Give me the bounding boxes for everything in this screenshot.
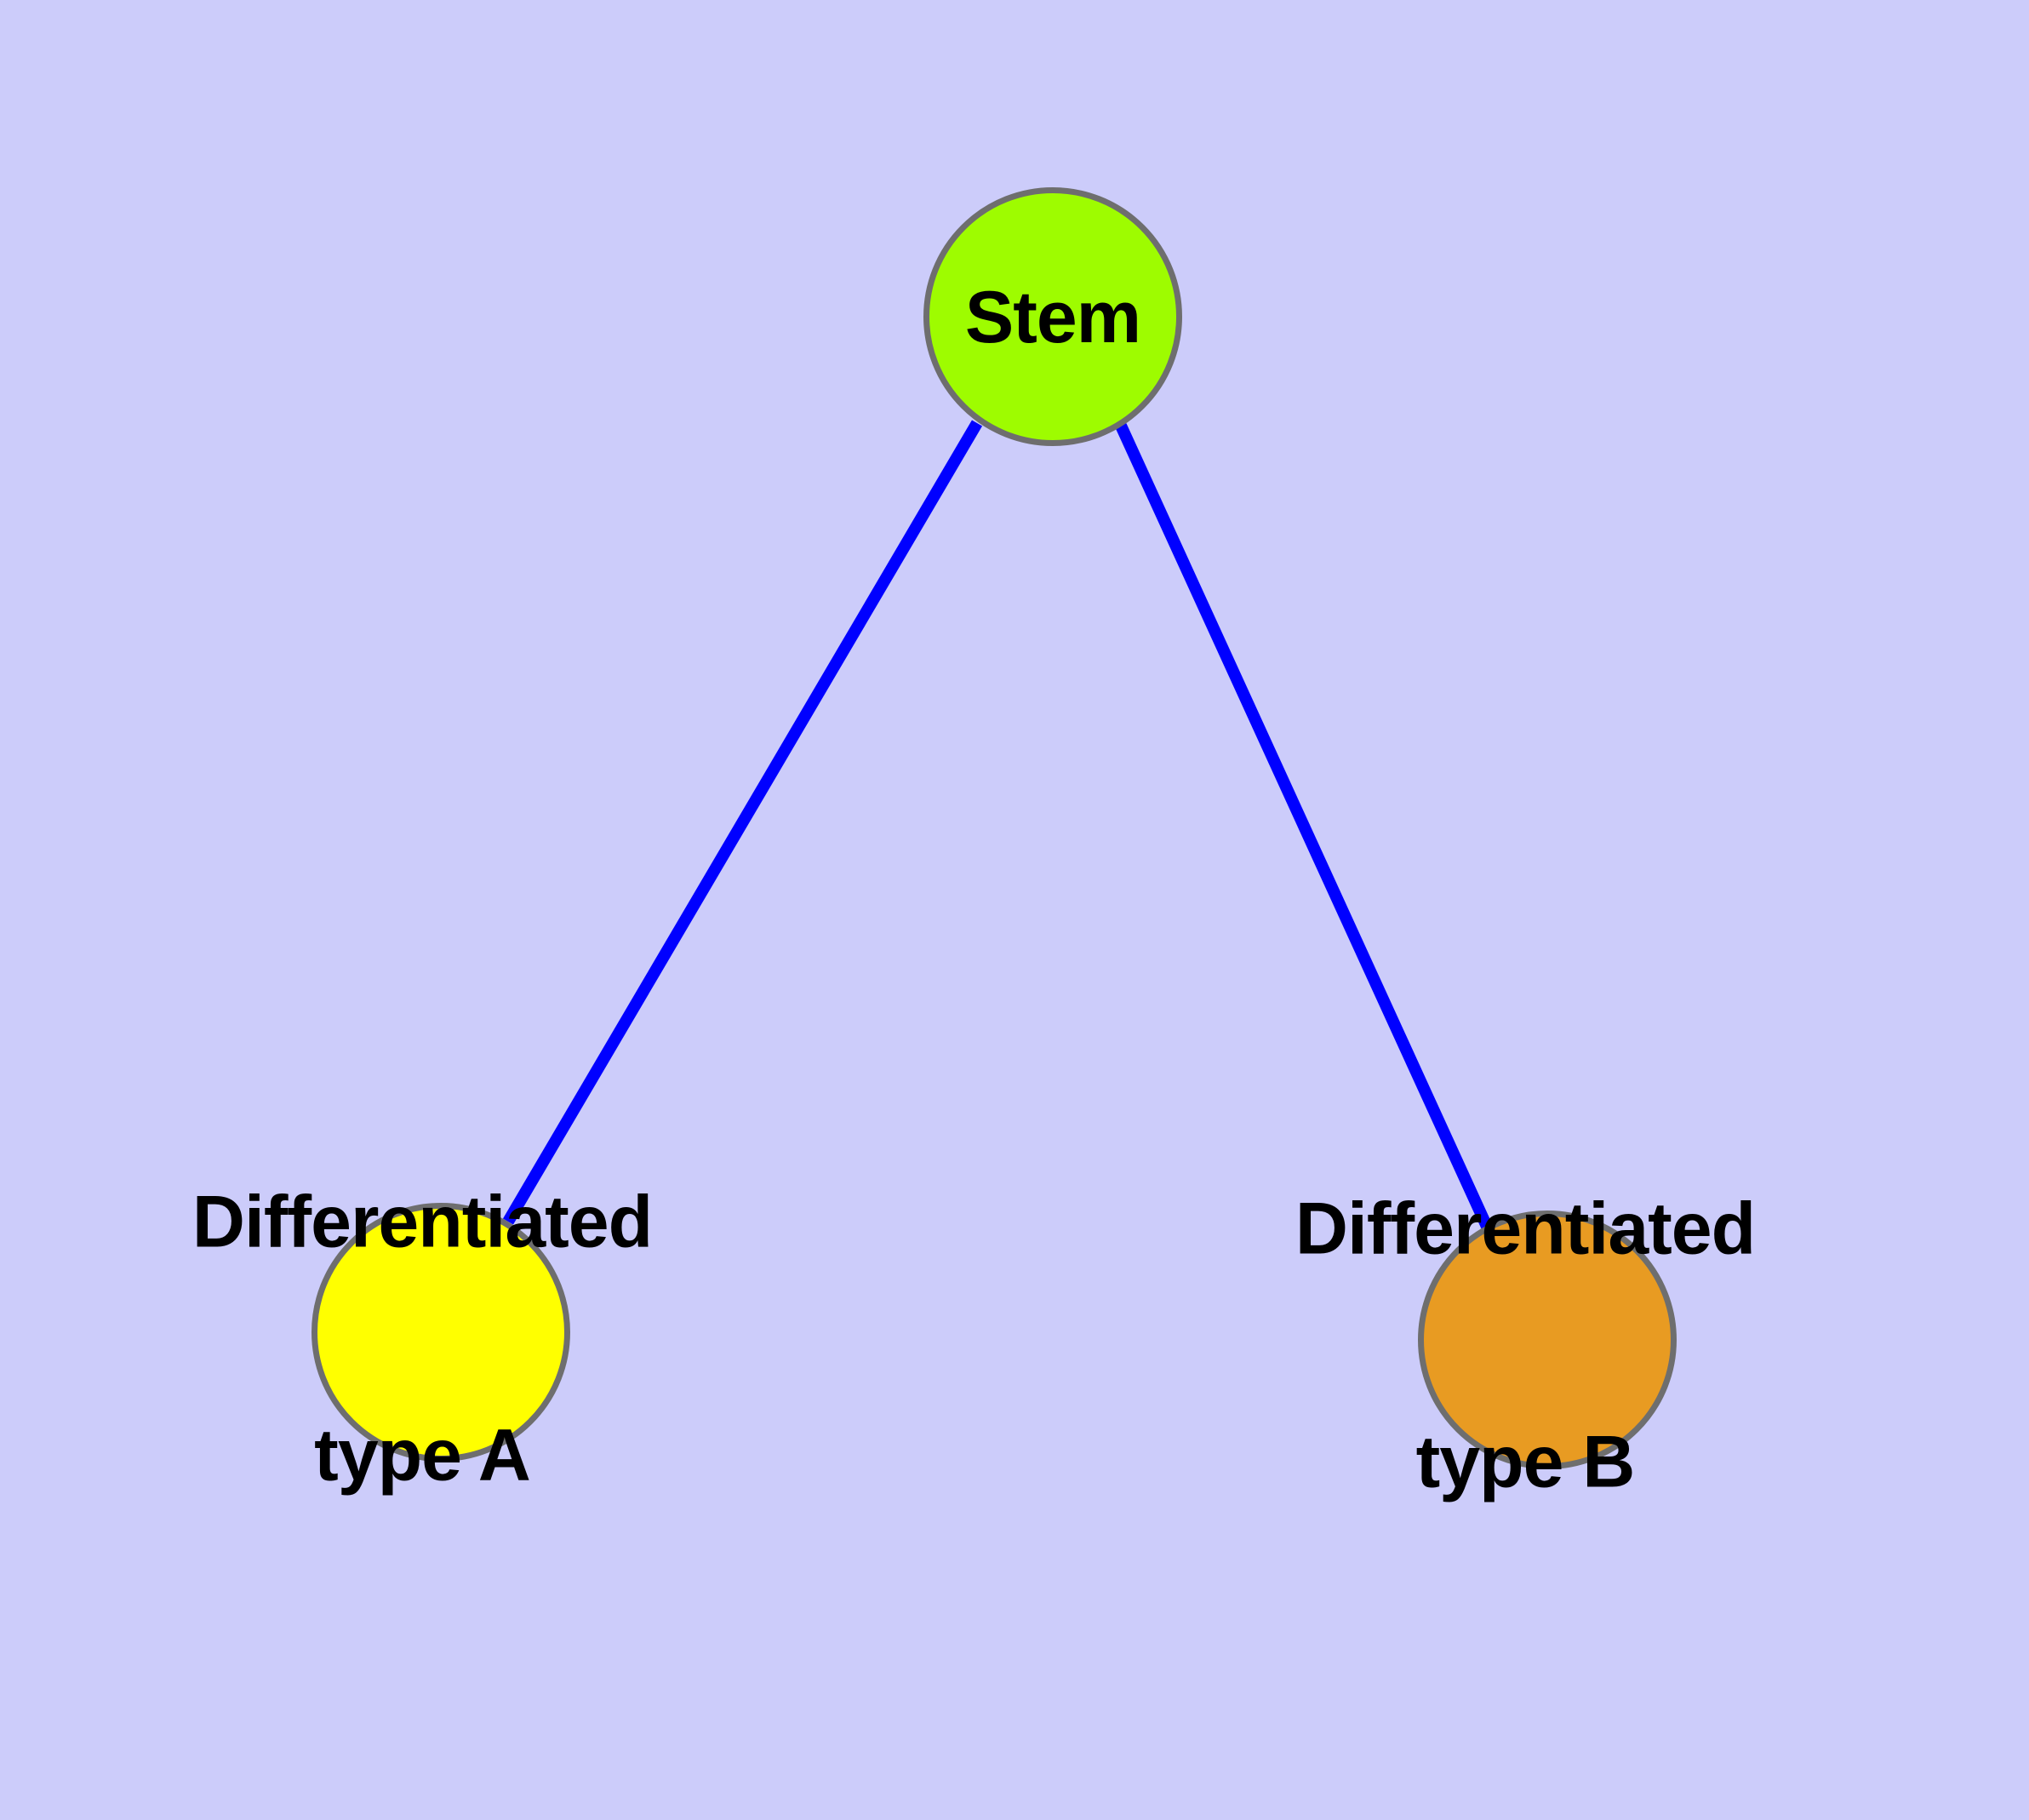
node-differentiated-type-a[interactable]: [311, 1203, 570, 1462]
edge-stem-to-differentiated-type-a[interactable]: [502, 420, 983, 1225]
node-stem-label-line1: Stem: [964, 277, 1141, 359]
node-differentiated-type-a-label-line2: type A: [314, 1414, 531, 1497]
node-differentiated-type-b-label-line2: type B: [1415, 1421, 1636, 1503]
node-differentiated-type-b[interactable]: [1418, 1210, 1677, 1469]
node-differentiated-type-a-label: Differentiated type A: [191, 1028, 653, 1649]
node-differentiated-type-b-label: Differentiated type B: [1295, 1035, 1756, 1656]
edge-stem-to-differentiated-type-b[interactable]: [1115, 423, 1494, 1231]
node-differentiated-type-b-label-line1: Differentiated: [1295, 1188, 1756, 1270]
node-differentiated-type-a-label-line1: Differentiated: [191, 1181, 653, 1263]
node-stem-label: Stem: [964, 124, 1141, 512]
node-stem[interactable]: [923, 187, 1182, 446]
